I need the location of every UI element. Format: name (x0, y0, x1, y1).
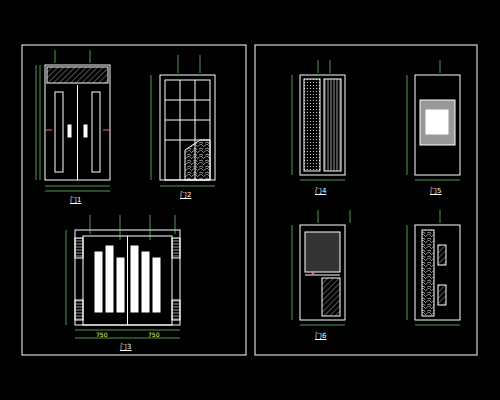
drawing-title: 门5 (430, 186, 441, 196)
double-door (45, 65, 110, 180)
dimension-line (292, 60, 460, 325)
strip-door (415, 225, 460, 320)
panel-door (415, 75, 460, 175)
drawing-title: 门6 (315, 331, 326, 341)
drawing-title: 门2 (180, 190, 191, 200)
drawing-title: 门4 (315, 186, 326, 196)
grid-door (160, 75, 215, 180)
drawing-title: 门1 (70, 195, 81, 205)
split-door (300, 225, 345, 320)
sheet-frame (22, 45, 246, 355)
dimension-text: 750 (148, 331, 159, 338)
large-double-door (75, 230, 180, 325)
drawing-title: 门3 (120, 342, 131, 352)
dimension-text: 750 (96, 331, 107, 338)
dimension-line (151, 55, 215, 186)
sheet-frame (255, 45, 477, 355)
dimension-line (36, 50, 110, 191)
dotted-door (300, 75, 345, 175)
dimension-line (66, 215, 180, 338)
